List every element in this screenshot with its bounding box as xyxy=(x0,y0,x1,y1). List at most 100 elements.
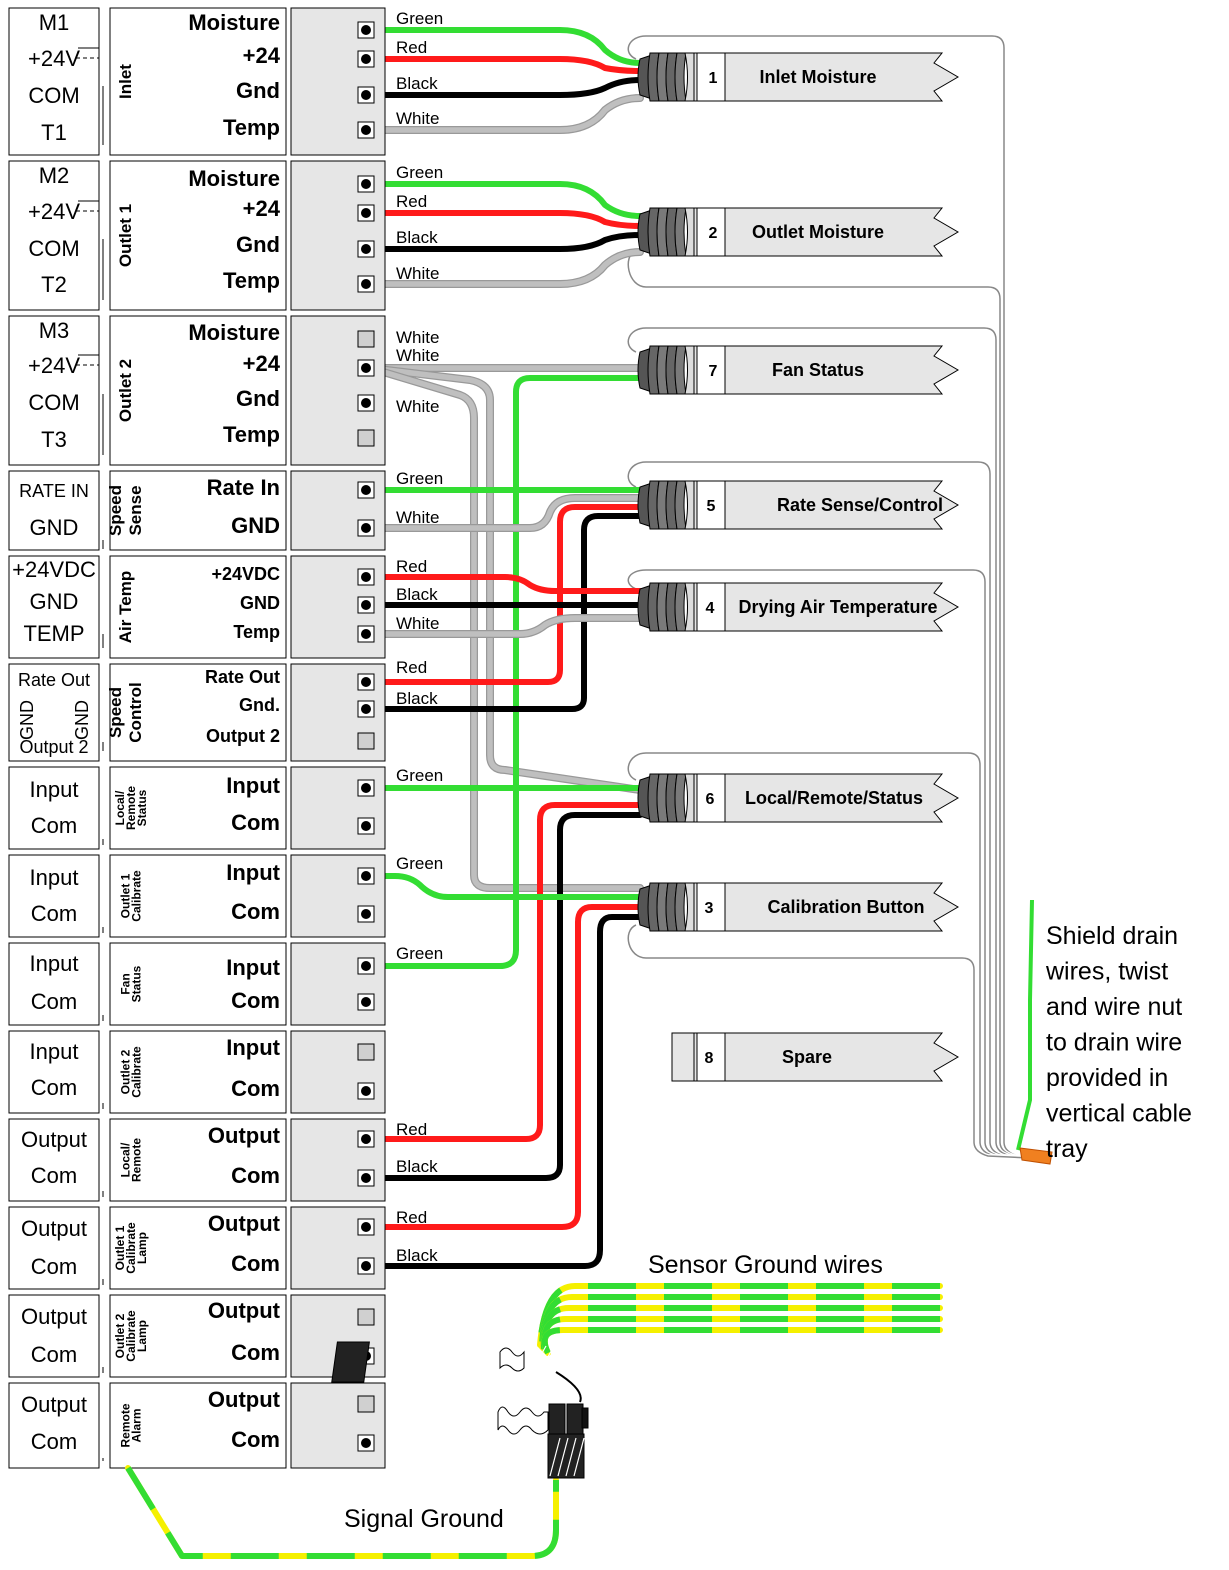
left-label: COM xyxy=(28,236,79,261)
cable-number-box xyxy=(696,207,726,257)
terminal-block xyxy=(290,854,386,938)
cable-jacket xyxy=(693,207,959,257)
terminal-screw xyxy=(357,1130,375,1148)
left-label: TEMP xyxy=(23,621,84,646)
wire-nut xyxy=(1019,1147,1053,1165)
wire-label: Green xyxy=(396,469,443,488)
signal-ground-label: Signal Ground xyxy=(344,1505,504,1533)
terminal-screw xyxy=(357,1218,375,1236)
socket-screw xyxy=(361,54,371,64)
cable-number: 4 xyxy=(706,600,715,617)
boot-ring xyxy=(684,582,695,632)
wire-red xyxy=(367,56,643,74)
wire-label: Green xyxy=(396,163,443,182)
terminal-label: Input xyxy=(226,1035,280,1060)
wire-green xyxy=(367,27,643,66)
group-label: Speed xyxy=(106,687,125,738)
boot-ring xyxy=(684,882,695,932)
left-label-box xyxy=(8,766,100,850)
socket-screw xyxy=(361,125,371,135)
cable-number-box xyxy=(696,52,726,102)
terminal-label: GND xyxy=(231,513,280,538)
ring-terminal xyxy=(566,1403,584,1435)
cable-number: 7 xyxy=(709,363,718,380)
left-label: M1 xyxy=(39,10,70,35)
ring-hatch xyxy=(551,1345,571,1379)
wire-green xyxy=(367,375,643,969)
group-label: Alarm xyxy=(130,1408,144,1442)
group-label: Status xyxy=(135,789,149,826)
left-label-box xyxy=(8,1382,100,1469)
sensor-ground-wire xyxy=(541,1327,940,1355)
terminal-screw xyxy=(357,519,375,537)
terminal-label: Gnd xyxy=(236,386,280,411)
ring-terminal xyxy=(547,1433,585,1479)
shield-drain-note: provided in xyxy=(1046,1064,1168,1092)
terminal-label: Com xyxy=(231,988,280,1013)
left-label: Output xyxy=(21,1216,87,1241)
terminal-label: Temp xyxy=(223,268,280,293)
socket-box xyxy=(357,1043,375,1061)
terminal-label: Com xyxy=(231,1163,280,1188)
socket-box xyxy=(357,732,375,750)
terminal-name-box xyxy=(109,555,287,659)
group-label: Outlet 1 xyxy=(116,204,135,267)
cable-number-box xyxy=(696,480,726,530)
cable-number: 5 xyxy=(707,498,716,515)
shield-drain-wire xyxy=(627,461,1031,1159)
left-label: T3 xyxy=(41,427,67,452)
left-label: Output xyxy=(21,1392,87,1417)
boot-ring xyxy=(674,882,687,932)
left-label: +24V xyxy=(28,353,80,378)
terminal-screw xyxy=(357,568,375,586)
left-label: Input xyxy=(30,1039,79,1064)
terminal-screw xyxy=(357,175,375,193)
terminal-label: Temp xyxy=(233,622,280,642)
terminal-name-box xyxy=(109,1382,287,1469)
drain-wire xyxy=(1016,899,1034,1151)
terminal-label: Com xyxy=(231,1076,280,1101)
left-label: M2 xyxy=(39,163,70,188)
group-label: Lamp xyxy=(135,1232,149,1264)
socket-screw xyxy=(361,25,371,35)
terminal-label: +24VDC xyxy=(211,564,280,584)
wire-white xyxy=(367,95,643,133)
wire-red xyxy=(367,802,643,1142)
terminal-screw xyxy=(357,204,375,222)
left-label: GND xyxy=(30,515,79,540)
boot-ring xyxy=(674,52,687,102)
cable-number-box xyxy=(696,1032,726,1082)
terminal-screw xyxy=(357,275,375,293)
left-label: +24V xyxy=(28,199,80,224)
wire-label: White xyxy=(396,397,439,416)
socket-screw xyxy=(361,244,371,254)
terminal-label: +24 xyxy=(243,196,281,221)
left-label: Rate Out xyxy=(18,670,90,690)
left-label-box xyxy=(8,1030,100,1114)
socket-screw xyxy=(361,179,371,189)
terminal-label: +24 xyxy=(243,43,281,68)
cable-name: Fan Status xyxy=(772,360,864,380)
group-label: Calibrate xyxy=(130,1046,144,1098)
terminal-screw xyxy=(357,817,375,835)
left-label: Com xyxy=(31,1342,77,1367)
terminal-label: Moisture xyxy=(188,320,280,345)
wire-label: Red xyxy=(396,557,427,576)
terminal-screw xyxy=(357,905,375,923)
cable-number: 8 xyxy=(705,1050,714,1067)
terminal-screw xyxy=(357,625,375,643)
group-label: Remote xyxy=(124,786,138,830)
group-label: Outlet 2 xyxy=(116,359,135,422)
terminal-screw xyxy=(357,673,375,691)
cable-jacket xyxy=(693,52,959,102)
terminal-screw xyxy=(357,957,375,975)
ring-hatch xyxy=(543,1345,563,1379)
cable-number: 1 xyxy=(709,70,718,87)
left-label: Output xyxy=(21,1127,87,1152)
